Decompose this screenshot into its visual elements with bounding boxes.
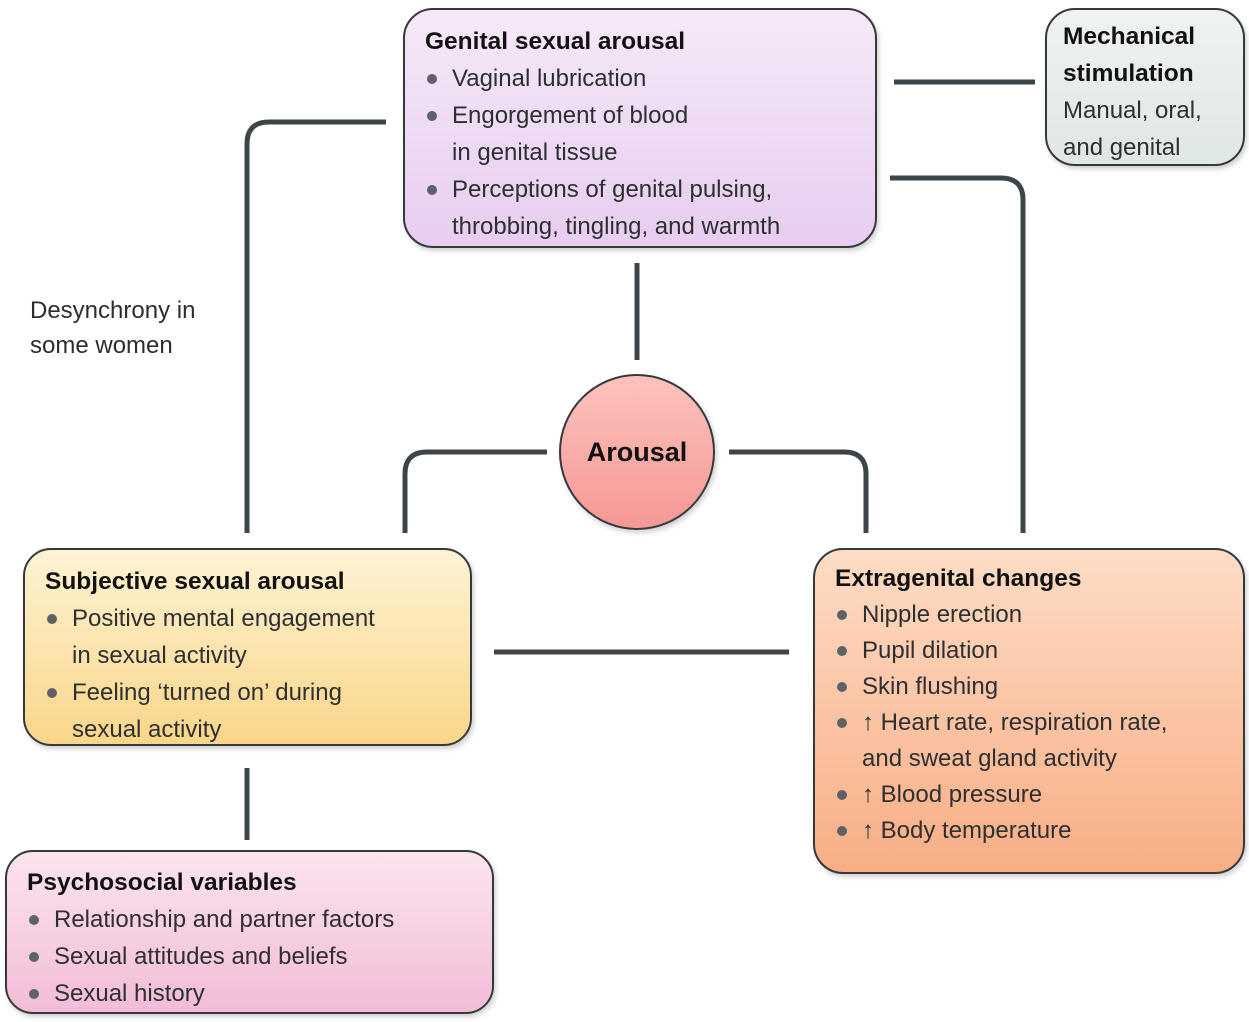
arrow-genital-extragenital bbox=[890, 175, 1026, 533]
bullet-item: Relationship and partner factors bbox=[27, 901, 482, 938]
bullet-icon bbox=[29, 989, 39, 999]
bullet-icon bbox=[837, 682, 847, 692]
bullet-icon bbox=[427, 74, 437, 84]
bullet-item: Engorgement of blood in genital tissue bbox=[425, 97, 863, 171]
bullet-item: Pupil dilation bbox=[835, 633, 1237, 669]
bullet-text: Perceptions of genital pulsing, throbbin… bbox=[452, 176, 781, 240]
bullet-text: Vaginal lubrication bbox=[452, 65, 647, 92]
bullet-item: ↑ Body temperature bbox=[835, 813, 1237, 849]
bullet-icon bbox=[837, 790, 847, 800]
bullet-icon bbox=[47, 688, 57, 698]
bullet-text: Positive mental engagement in sexual act… bbox=[72, 605, 375, 669]
bullet-icon bbox=[427, 185, 437, 195]
bullet-icon bbox=[837, 646, 847, 656]
bullet-icon bbox=[837, 826, 847, 836]
genital-box-title: Genital sexual arousal bbox=[425, 28, 686, 55]
arrow-desynchrony-genital-subjective bbox=[244, 119, 386, 533]
desynchrony-label: Desynchrony in some women bbox=[30, 297, 196, 359]
bullet-icon bbox=[47, 614, 57, 624]
bullet-text: Nipple erection bbox=[862, 601, 1023, 628]
bullet-item: ↑ Blood pressure bbox=[835, 777, 1237, 813]
genital-sexual-arousal-box: Genital sexual arousal Vaginal lubricati… bbox=[403, 8, 877, 248]
bullet-item: Perceptions of genital pulsing, throbbin… bbox=[425, 171, 863, 245]
arrow-subjective-to-arousal bbox=[402, 449, 547, 533]
bullet-text: Relationship and partner factors bbox=[54, 906, 395, 933]
arrow-extragenital-to-arousal bbox=[729, 449, 869, 533]
bullet-text: Engorgement of blood in genital tissue bbox=[452, 102, 689, 166]
bullet-text: Sexual history bbox=[54, 980, 205, 1007]
psychosocial-box-title: Psychosocial variables bbox=[27, 869, 297, 896]
bullet-icon bbox=[29, 915, 39, 925]
psychosocial-variables-box: Psychosocial variables Relationship and … bbox=[5, 850, 494, 1014]
bullet-icon bbox=[29, 952, 39, 962]
bullet-text: Pupil dilation bbox=[862, 637, 999, 664]
arousal-node: Arousal bbox=[559, 374, 715, 530]
bullet-item: Feeling ‘turned on’ during sexual activi… bbox=[45, 674, 460, 748]
bullet-text: Sexual attitudes and beliefs bbox=[54, 943, 348, 970]
bullet-text: ↑ Blood pressure bbox=[862, 781, 1043, 808]
bullet-icon bbox=[837, 718, 847, 728]
subjective-bullet-list: Positive mental engagement in sexual act… bbox=[45, 600, 460, 748]
bullet-item: Positive mental engagement in sexual act… bbox=[45, 600, 460, 674]
psychosocial-bullet-list: Relationship and partner factors Sexual … bbox=[27, 901, 482, 1012]
mechanical-box-subtitle: Manual, oral, and genital bbox=[1063, 97, 1202, 161]
mechanical-stimulation-box: Mechanical stimulation Manual, oral, and… bbox=[1045, 8, 1245, 166]
bullet-item: Vaginal lubrication bbox=[425, 60, 863, 97]
genital-bullet-list: Vaginal lubrication Engorgement of blood… bbox=[425, 60, 863, 245]
arousal-label: Arousal bbox=[586, 436, 688, 467]
mechanical-box-title: Mechanical stimulation bbox=[1063, 23, 1196, 87]
bullet-text: ↑ Body temperature bbox=[862, 817, 1072, 844]
bullet-item: Sexual history bbox=[27, 975, 482, 1012]
bullet-text: ↑ Heart rate, respiration rate, and swea… bbox=[862, 709, 1168, 772]
extragenital-changes-box: Extragenital changes Nipple erection Pup… bbox=[813, 548, 1245, 874]
bullet-item: Sexual attitudes and beliefs bbox=[27, 938, 482, 975]
bullet-item: Nipple erection bbox=[835, 597, 1237, 633]
bullet-text: Feeling ‘turned on’ during sexual activi… bbox=[72, 679, 342, 743]
extragenital-bullet-list: Nipple erection Pupil dilation Skin flus… bbox=[835, 597, 1237, 849]
bullet-icon bbox=[427, 111, 437, 121]
subjective-box-title: Subjective sexual arousal bbox=[45, 568, 345, 595]
subjective-sexual-arousal-box: Subjective sexual arousal Positive menta… bbox=[23, 548, 472, 746]
extragenital-box-title: Extragenital changes bbox=[835, 565, 1082, 592]
bullet-item: Skin flushing bbox=[835, 669, 1237, 705]
bullet-text: Skin flushing bbox=[862, 673, 999, 700]
bullet-item: ↑ Heart rate, respiration rate, and swea… bbox=[835, 705, 1237, 777]
bullet-icon bbox=[837, 610, 847, 620]
